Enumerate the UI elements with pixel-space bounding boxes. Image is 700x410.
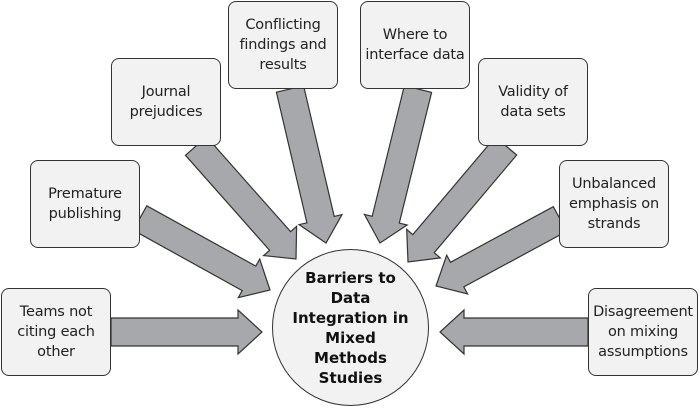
barrier-box-disagreement: Disagreement on mixing assumptions xyxy=(588,288,698,376)
barrier-label: Conflicting findings and results xyxy=(239,17,327,73)
arrow-journal xyxy=(184,135,298,260)
center-circle: Barriers to Data Integration in Mixed Me… xyxy=(272,249,429,406)
center-label: Barriers to Data Integration in Mixed Me… xyxy=(292,268,409,387)
arrow-disagreement xyxy=(439,308,589,356)
barrier-label: Teams not citing each other xyxy=(17,304,95,360)
arrow-unbalanced xyxy=(435,205,568,295)
barrier-box-premature: Premature publishing xyxy=(30,160,140,248)
arrow-where xyxy=(363,84,433,244)
barrier-label: Where to interface data xyxy=(365,27,465,63)
arrow-teams xyxy=(110,308,263,356)
barrier-label: Journal prejudices xyxy=(129,84,203,120)
barrier-box-conflicting: Conflicting findings and results xyxy=(228,1,338,89)
arrow-conflicting xyxy=(275,85,344,244)
barrier-box-teams: Teams not citing each other xyxy=(1,288,111,376)
barrier-label: Validity of data sets xyxy=(498,84,568,120)
barrier-box-where: Where to interface data xyxy=(360,1,470,89)
barrier-box-validity: Validity of data sets xyxy=(478,58,588,146)
barrier-label: Unbalanced emphasis on strands xyxy=(569,176,659,232)
barrier-label: Premature publishing xyxy=(48,186,122,222)
arrow-validity xyxy=(406,136,518,263)
barrier-box-unbalanced: Unbalanced emphasis on strands xyxy=(559,160,669,248)
barrier-label: Disagreement on mixing assumptions xyxy=(593,304,693,360)
arrow-premature xyxy=(132,204,271,299)
barrier-box-journal: Journal prejudices xyxy=(111,58,221,146)
